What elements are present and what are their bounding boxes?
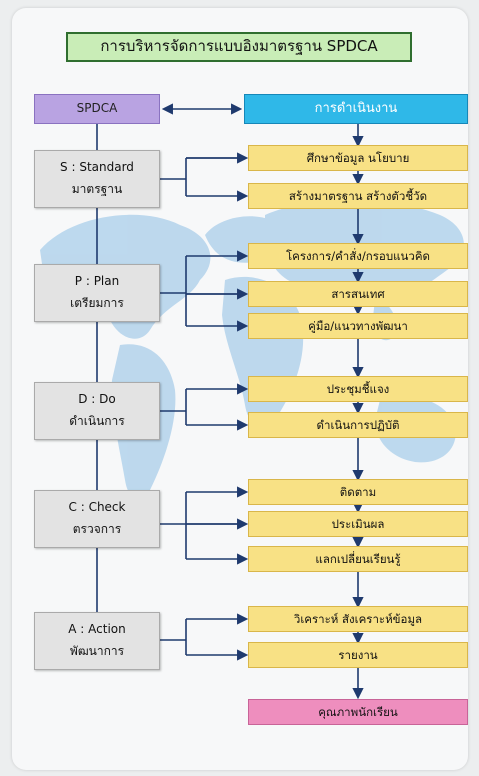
spdca-header: SPDCA [34, 94, 160, 124]
stage-code: A : Action [68, 622, 126, 637]
stage-code: P : Plan [74, 274, 120, 289]
activity-box: ดำเนินการปฏิบัติ [248, 412, 468, 438]
diagram-title: การบริหารจัดการแบบอิงมาตรฐาน SPDCA [66, 32, 412, 62]
activity-box: คู่มือ/แนวทางพัฒนา [248, 313, 468, 339]
stage-check: C : Check ตรวจการ [34, 490, 160, 548]
stage-code: S : Standard [60, 160, 134, 175]
activity-box: วิเคราะห์ สังเคราะห์ข้อมูล [248, 606, 468, 632]
stage-code: D : Do [78, 392, 116, 407]
outcome-box: คุณภาพนักเรียน [248, 699, 468, 725]
stage-plan: P : Plan เตรียมการ [34, 264, 160, 322]
activity-box: ประเมินผล [248, 511, 468, 537]
stage-label: มาตรฐาน [71, 182, 123, 196]
activity-box: ศึกษาข้อมูล นโยบาย [248, 145, 468, 171]
stage-label: เตรียมการ [70, 296, 124, 310]
activity-box: ติดตาม [248, 479, 468, 505]
activity-box: แลกเปลี่ยนเรียนรู้ [248, 546, 468, 572]
activity-box: สารสนเทศ [248, 281, 468, 307]
stage-label: พัฒนาการ [69, 644, 125, 658]
activity-box: โครงการ/คำสั่ง/กรอบแนวคิด [248, 243, 468, 269]
activity-box: ประชุมชี้แจง [248, 376, 468, 402]
stage-label: ดำเนินการ [69, 414, 125, 428]
activity-box: รายงาน [248, 642, 468, 668]
process-header: การดำเนินงาน [244, 94, 468, 124]
stage-do: D : Do ดำเนินการ [34, 382, 160, 440]
stage-label: ตรวจการ [72, 522, 122, 536]
stage-standard: S : Standard มาตรฐาน [34, 150, 160, 208]
stage-action: A : Action พัฒนาการ [34, 612, 160, 670]
stage-code: C : Check [68, 500, 126, 515]
activity-box: สร้างมาตรฐาน สร้างตัวชี้วัด [248, 183, 468, 209]
